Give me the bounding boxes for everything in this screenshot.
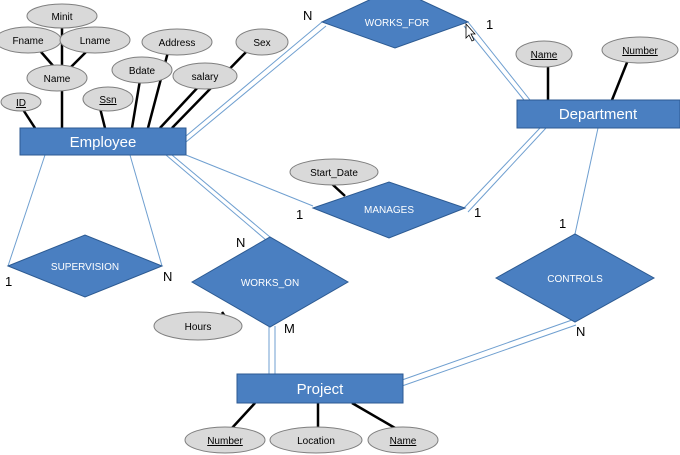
attr-address [141, 28, 213, 56]
connector-worksfor-department-b [463, 25, 525, 101]
attr-id [0, 92, 42, 112]
entity-department: Department [516, 99, 680, 129]
works-on-diamond [190, 236, 350, 328]
attr-hours-label: Hours [185, 322, 212, 333]
supervision-diamond [6, 234, 164, 298]
attr-lname [59, 26, 131, 54]
attr-name-label: Name [44, 74, 71, 85]
relationship-supervision: SUPERVISION [6, 234, 164, 298]
works-for-diamond [320, 0, 470, 49]
connector-employee-workson-a [165, 154, 267, 241]
card-controls-dept: 1 [559, 216, 566, 231]
attr-salary-label: salary [192, 72, 219, 83]
connector-employee-supervision-left [7, 154, 46, 267]
attr-address-label: Address [159, 38, 196, 49]
attr-proj-number [184, 426, 266, 454]
connector-projnumber-project [231, 402, 256, 429]
connector-projname-project [351, 401, 396, 430]
attr-ssn-label: Ssn [99, 95, 116, 106]
controls-label: CONTROLS [547, 274, 603, 285]
connector-manages-department-b [467, 127, 547, 213]
cardinalities: N 1 1 1 1 N N M 1 N [5, 8, 585, 339]
connector-bdate-employee [130, 79, 142, 129]
connector-employee-worksfor-b [185, 25, 327, 143]
connector-employee-workson-b [171, 154, 271, 238]
card-works-on-emp: N [236, 235, 245, 250]
attr-minit-label: Minit [51, 12, 72, 23]
attr-bdate [111, 56, 173, 84]
works-for-label: WORKS_FOR [365, 18, 429, 29]
card-works-for-dept: 1 [486, 17, 493, 32]
department-label: Department [559, 106, 638, 123]
connector-manages-department-a [463, 127, 541, 209]
attr-fname-label: Fname [12, 36, 44, 47]
manages-diamond [311, 181, 467, 239]
relationship-controls: CONTROLS [494, 233, 656, 323]
attr-dept-name-label: Name [531, 50, 558, 61]
connector-employee-worksfor-a [185, 21, 323, 137]
attr-dept-number [601, 36, 679, 64]
connector-ssn-employee [98, 107, 107, 129]
connector-employee-supervision-right [129, 154, 163, 267]
manages-label: MANAGES [364, 205, 414, 216]
attr-salary [172, 62, 238, 90]
attributes: Minit Fname Lname Name Address Sex Bdate… [0, 3, 679, 454]
attr-minit [26, 3, 98, 29]
mouse-cursor-icon [465, 22, 476, 42]
relationship-manages: MANAGES [311, 181, 467, 239]
connector-controls-project-a [401, 319, 573, 381]
card-works-for-emp: N [303, 8, 312, 23]
attr-lname-label: Lname [80, 36, 111, 47]
entity-project: Project [236, 373, 404, 404]
supervision-label: SUPERVISION [51, 262, 119, 273]
attr-sex-label: Sex [253, 38, 270, 49]
attr-sex [235, 28, 289, 56]
attr-id-label: ID [16, 98, 26, 109]
card-manages-emp: 1 [296, 207, 303, 222]
card-supervision-right: N [163, 269, 172, 284]
card-controls-proj: N [576, 324, 585, 339]
relationship-works-for: WORKS_FOR [320, 0, 470, 49]
attr-start-date [289, 158, 379, 186]
attr-start-date-label: Start_Date [310, 168, 358, 179]
connector-deptnumber-department [610, 59, 630, 101]
attr-ssn [82, 86, 134, 112]
employee-label: Employee [70, 134, 137, 151]
controls-diamond [494, 233, 656, 323]
connector-controls-project-b [401, 324, 577, 387]
attr-location-label: Location [297, 436, 335, 447]
attr-bdate-label: Bdate [129, 66, 156, 77]
attr-name [26, 64, 88, 92]
attr-proj-number-label: Number [207, 436, 243, 447]
attr-location [269, 426, 363, 454]
attr-proj-name [367, 426, 439, 454]
project-label: Project [297, 381, 345, 398]
works-on-label: WORKS_ON [241, 278, 299, 289]
card-supervision-left: 1 [5, 274, 12, 289]
attr-dept-number-label: Number [622, 46, 658, 57]
attribute-connectors [20, 25, 630, 430]
attr-hours [153, 311, 243, 341]
connector-worksfor-department-a [467, 21, 531, 101]
connector-salary-employee [159, 84, 201, 129]
relationship-connectors [7, 21, 599, 387]
card-works-on-proj: M [284, 321, 295, 336]
entity-employee: Employee [19, 127, 187, 156]
employee-box [19, 127, 187, 156]
connector-department-controls [574, 127, 599, 235]
attr-proj-name-label: Name [390, 436, 417, 447]
project-box [236, 373, 404, 404]
department-box [516, 99, 680, 129]
relationship-works-on: WORKS_ON [190, 236, 350, 328]
connector-startdate-manages [331, 183, 346, 197]
attr-dept-name [515, 40, 573, 68]
connector-employee-manages [185, 154, 314, 207]
card-manages-dept: 1 [474, 205, 481, 220]
